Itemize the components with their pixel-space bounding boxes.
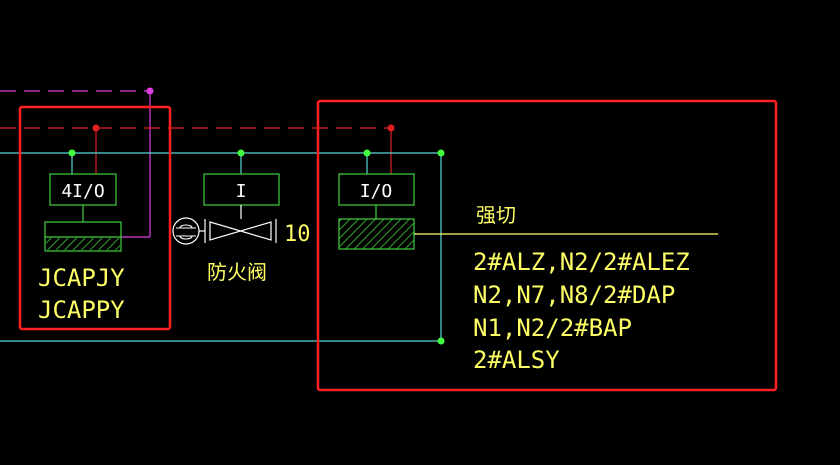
right-io-label: I/O [360, 181, 393, 202]
damper-number: 10 [284, 222, 311, 247]
right-tag-4: 2#ALSY [473, 346, 560, 374]
damper-label: 防火阀 [207, 260, 267, 284]
middle-module[interactable]: I 10 防火阀 [172, 173, 311, 284]
bus-node-corner-bottom [437, 337, 445, 345]
bus-node-corner-top [437, 149, 445, 157]
right-device-box[interactable] [338, 218, 415, 250]
highlight-box-left [18, 105, 172, 331]
left-module[interactable]: 4I/O JCAPJY JCAPPY [38, 173, 125, 324]
right-tag-3: N1,N2/2#BAP [473, 314, 632, 342]
magenta-node [146, 87, 154, 95]
left-tag-1: JCAPJY [38, 264, 125, 292]
middle-io-label: I [236, 181, 247, 202]
highlight-box-right [316, 99, 778, 392]
bus-node-left [68, 149, 76, 157]
damper-actuator-glyph [176, 224, 196, 240]
right-title: 强切 [476, 203, 516, 227]
fire-damper-icon[interactable] [172, 217, 277, 245]
right-tag-2: N2,N7,N8/2#DAP [473, 281, 675, 309]
right-tag-1: 2#ALZ,N2/2#ALEZ [473, 248, 690, 276]
left-device-hatch [46, 238, 120, 250]
red-node-right [387, 124, 395, 132]
right-module[interactable]: I/O 强切 2#ALZ,N2/2#ALEZ N2,N7,N8/2#DAP N1… [338, 173, 718, 374]
left-io-label: 4I/O [61, 181, 104, 202]
damper-actuator-icon [172, 217, 200, 245]
left-tag-2: JCAPPY [38, 296, 125, 324]
damper-bowtie [209, 221, 272, 241]
bus-node-right [363, 149, 371, 157]
bus-node-middle [237, 149, 245, 157]
red-node-left [92, 124, 100, 132]
